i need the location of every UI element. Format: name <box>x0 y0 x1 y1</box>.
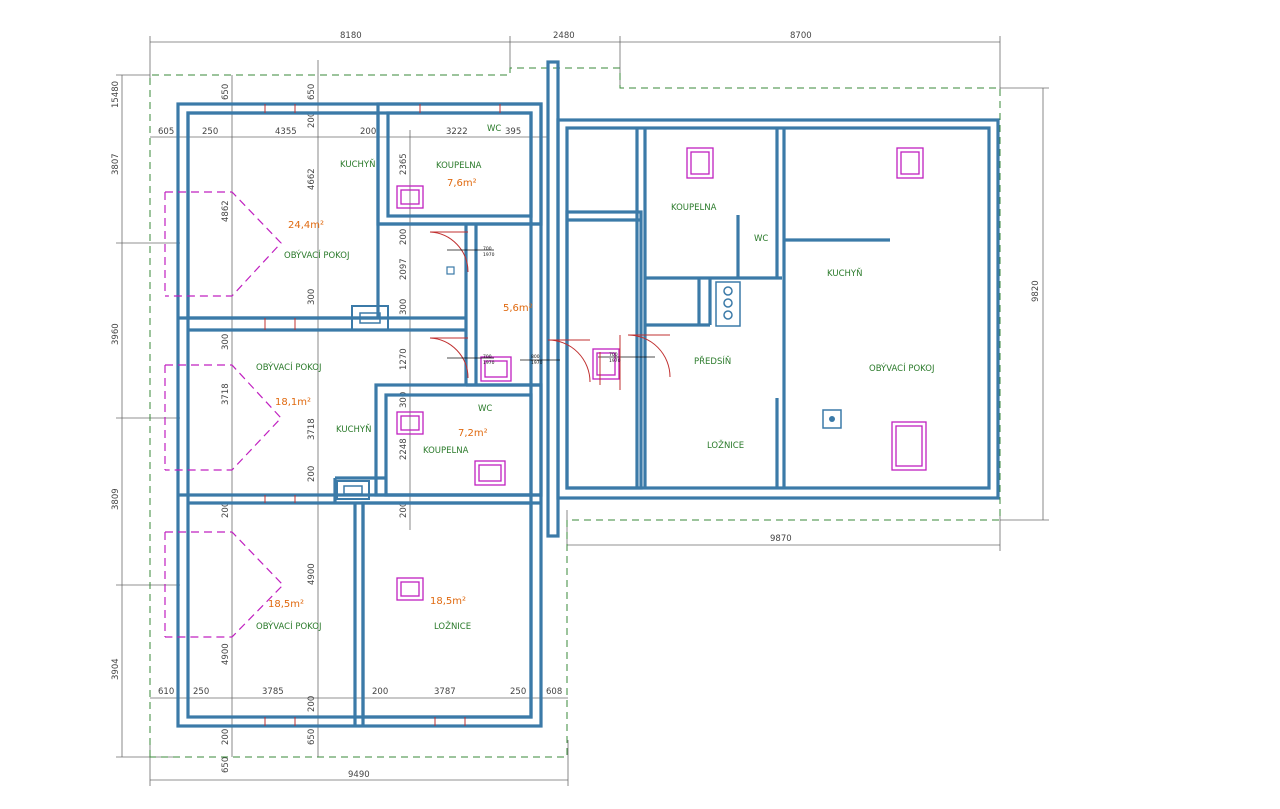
dim-v-300c: 300 <box>221 334 231 350</box>
dim-v-3718a: 3718 <box>221 383 231 405</box>
dimension-labels: 8180 2480 8700 9820 9870 9490 15480 3807… <box>111 31 1041 780</box>
room-label-r4-bedroom: LOŽNICE <box>707 439 744 451</box>
dim-bot-3785: 3785 <box>262 687 284 697</box>
dim-left-2: 3960 <box>111 323 121 345</box>
dim-v-200e: 200 <box>399 502 409 518</box>
room-label-r4-living: OBÝVACÍ POKOJ <box>869 362 934 374</box>
room-label-r1-kitchen: KUCHYŇ <box>340 159 375 170</box>
room-label-r1-living: OBÝVACÍ POKOJ <box>284 249 349 261</box>
door-tag-2b: 1970 <box>483 360 495 366</box>
dim-right-bottom: 9870 <box>770 534 792 544</box>
dim-bot-v650b: 650 <box>307 729 317 745</box>
dim-v-1270: 1270 <box>399 348 409 370</box>
skylights <box>396 147 927 601</box>
room-label-r4-bath: KOUPELNA <box>671 203 717 213</box>
door-tag-1: 700 <box>483 246 492 252</box>
dim-v-2248: 2248 <box>399 438 409 460</box>
dim-left-3: 3809 <box>111 488 121 510</box>
door-tag-4: 700 <box>609 352 618 358</box>
door-tag-1b: 1970 <box>483 252 495 258</box>
area-label-r3-bedroom: 18,5m² <box>430 596 466 607</box>
room-label-r3-living: OBÝVACÍ POKOJ <box>256 620 321 632</box>
dim-v-4900a: 4900 <box>307 563 317 585</box>
dim-v-2097: 2097 <box>399 258 409 280</box>
door-tag-3: 800 <box>531 354 540 360</box>
dim-bot-610: 610 <box>158 687 174 697</box>
room-label-r2-wc: WC <box>478 404 492 414</box>
bay-windows <box>164 191 284 638</box>
room-label-r4-hall: PŘEDSÍŇ <box>694 355 731 367</box>
dim-v-4862: 4862 <box>221 200 231 222</box>
dim-v-200b: 200 <box>399 229 409 245</box>
room-label-r1-bath: KOUPELNA <box>436 161 482 171</box>
dim-bot-250: 250 <box>193 687 209 697</box>
area-label-r2-bath: 7,2m² <box>458 428 488 439</box>
dim-row1-e: 3222 <box>446 127 468 137</box>
dim-bot-v200: 200 <box>221 729 231 745</box>
dim-v-4900b: 4900 <box>221 643 231 665</box>
dim-v-3718b: 3718 <box>307 418 317 440</box>
dim-v-200c: 200 <box>307 466 317 482</box>
dim-top-650b: 650 <box>307 84 317 100</box>
room-label-r4-kitchen: KUCHYŇ <box>827 268 862 279</box>
room-label-r1-wc: WC <box>487 124 501 134</box>
area-label-r3-living: 18,5m² <box>268 599 304 610</box>
room-label-r2-living: OBÝVACÍ POKOJ <box>256 361 321 373</box>
dim-left-total: 15480 <box>111 81 121 108</box>
door-tags: 700 1970 700 1970 800 1970 700 1970 <box>483 246 621 366</box>
area-label-hall: 5,6m² <box>503 303 533 314</box>
room-label-r4-wc: WC <box>754 234 768 244</box>
room-label-r2-kitchen: KUCHYŇ <box>336 424 371 435</box>
wall-ticks <box>264 104 501 726</box>
dim-v-300a: 300 <box>307 289 317 305</box>
door-tag-3b: 1970 <box>531 360 543 366</box>
dim-left-1: 3807 <box>111 153 121 175</box>
dim-top-right: 8700 <box>790 31 812 41</box>
room-label-r3-bedroom: LOŽNICE <box>434 620 471 632</box>
dim-bot-608: 608 <box>546 687 562 697</box>
dim-v-4662: 4662 <box>307 168 317 190</box>
dim-bottom-total: 9490 <box>348 770 370 780</box>
door-tag-4b: 1970 <box>609 358 621 364</box>
area-label-r1-bath: 7,6m² <box>447 178 477 189</box>
dim-v-300d: 300 <box>399 392 409 408</box>
dim-row1-c: 4355 <box>275 127 297 137</box>
dim-v-200a: 200 <box>307 112 317 128</box>
area-label-r2-living: 18,1m² <box>275 397 311 408</box>
area-labels: 24,4m² 7,6m² 5,6m² 18,1m² 7,2m² 18,5m² 1… <box>268 178 533 610</box>
dim-bot-v650: 650 <box>221 757 231 773</box>
dim-top-mid: 2480 <box>553 31 575 41</box>
room-labels: KUCHYŇ KOUPELNA WC OBÝVACÍ POKOJ OBÝVACÍ… <box>256 124 934 632</box>
doors <box>429 231 671 390</box>
dim-row1-b: 250 <box>202 127 218 137</box>
dim-v-200d: 200 <box>221 502 231 518</box>
dim-bot-v200b: 200 <box>307 696 317 712</box>
dim-bot-250b: 250 <box>510 687 526 697</box>
dim-left-4: 3904 <box>111 658 121 680</box>
dim-row1-d: 200 <box>360 127 376 137</box>
dim-v-2365: 2365 <box>399 153 409 175</box>
dim-top-left: 8180 <box>340 31 362 41</box>
room-label-r2-bath: KOUPELNA <box>423 446 469 456</box>
dim-row1-a: 605 <box>158 127 174 137</box>
dim-top-650: 650 <box>221 84 231 100</box>
dim-v-300b: 300 <box>399 299 409 315</box>
area-label-r1-living: 24,4m² <box>288 220 324 231</box>
dim-right-height: 9820 <box>1031 280 1041 302</box>
door-tag-2: 700 <box>483 354 492 360</box>
outline-dashed <box>149 67 1001 758</box>
dim-bot-200: 200 <box>372 687 388 697</box>
chimney-ducts <box>336 266 842 500</box>
dim-bot-3787: 3787 <box>434 687 456 697</box>
dim-row1-f: 395 <box>505 127 521 137</box>
